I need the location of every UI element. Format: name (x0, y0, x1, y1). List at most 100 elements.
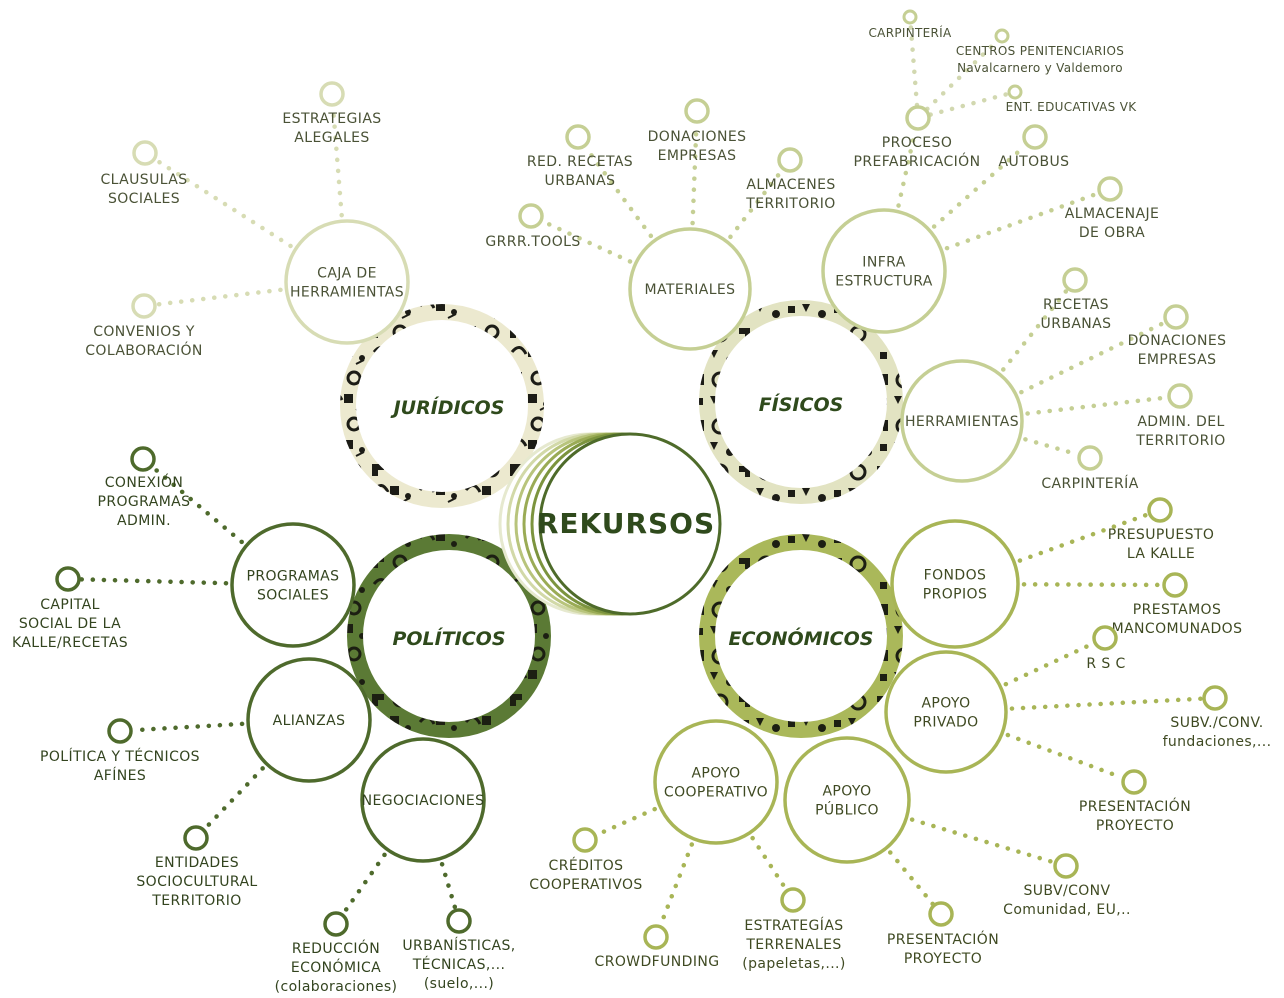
leaf-autobus[interactable]: AUTOBUS (999, 124, 1070, 170)
leaf-grrr-ring (518, 203, 544, 229)
category-alianzas-label-line-1: ALIANZAS (273, 713, 346, 729)
connector-proceso (896, 128, 918, 208)
leaf-subv-fund-label-line-2: fundaciones,... (1163, 734, 1272, 750)
category-apoyo-privado-circle (884, 650, 1008, 774)
leaf-capital-ring (55, 566, 81, 592)
connector-layer (78, 22, 1205, 928)
leaf-proceso-ring (905, 105, 931, 131)
connector-presentacion-pub (888, 850, 935, 907)
leaf-proceso-label-line-1: PROCESO (882, 135, 953, 151)
leaf-carpinteria-top[interactable]: CARPINTERÍA (869, 9, 952, 40)
hub-politicos-title: POLÍTICOS (392, 627, 505, 650)
hub-juridicos-face (358, 322, 526, 490)
leaf-grrr[interactable]: GRRR.TOOLS (485, 203, 580, 250)
hub-fisicos[interactable]: FÍSICOS (699, 300, 903, 504)
connector-autobus (931, 143, 1028, 229)
leaf-ent-educativas-label-line-1: ENT. EDUCATIVAS VK (1006, 100, 1138, 114)
leaf-grrr-label-line-1: GRRR.TOOLS (485, 234, 580, 250)
category-apoyo-publico-label-line-2: PÚBLICO (815, 801, 879, 819)
leaf-urbanisticas[interactable]: URBANÍSTICAS,TÉCNICAS,...(suelo,...) (402, 908, 515, 992)
category-apoyo-coop-label-line-1: APOYO (691, 766, 740, 782)
leaf-reduccion-label-line-1: REDUCCIÓN (292, 939, 380, 957)
leaf-urbanisticas-label-line-2: TÉCNICAS,... (412, 956, 506, 973)
leaf-autobus-ring (1022, 124, 1048, 150)
leaf-red-recetas-ring (565, 124, 591, 150)
leaf-carpinteria[interactable]: CARPINTERÍA (1041, 445, 1138, 492)
leaf-donaciones-mat-label-line-1: DONACIONES (648, 129, 747, 145)
leaf-recetas-urbanas-ring (1062, 267, 1088, 293)
leaf-rsc-label-line-1: R S C (1086, 656, 1125, 672)
hub-economicos[interactable]: ECONÓMICOS (699, 534, 903, 738)
leaf-prestamos-label-line-1: PRESTAMOS (1133, 602, 1222, 618)
connector-subv-fund (1009, 696, 1205, 711)
leaf-rsc[interactable]: R S C (1086, 625, 1125, 672)
connector-grrr (540, 219, 633, 264)
leaf-autobus-label-line-1: AUTOBUS (999, 154, 1070, 170)
leaf-crowdfunding[interactable]: CROWDFUNDING (595, 924, 720, 970)
category-herramientas-circle (900, 359, 1024, 483)
leaf-prestamos-ring (1162, 572, 1188, 598)
leaf-almacenes-ring (777, 147, 803, 173)
category-materiales-circle (628, 227, 752, 351)
leaf-subv-conv-ring (1053, 853, 1079, 879)
leaf-donaciones-mat[interactable]: DONACIONES EMPRESAS (648, 98, 747, 164)
leaf-carpinteria-label-line-1: CARPINTERÍA (1041, 475, 1138, 492)
leaf-entidades-label-line-3: TERRITORIO (151, 893, 241, 909)
leaf-clausulas-ring (132, 140, 158, 166)
leaf-subv-fund-label-line-1: SUBV./CONV. (1170, 715, 1263, 731)
leaf-estrategias-terr-ring (780, 887, 806, 913)
leaf-conexion-label-line-1: CONEXIÓN (105, 473, 184, 491)
category-negociaciones[interactable]: NEGOCIACIONES (360, 737, 486, 863)
category-alianzas[interactable]: ALIANZAS (246, 657, 372, 783)
category-infra-label-line-2: ESTRUCTURA (835, 274, 933, 290)
center-node[interactable]: REKURSOS (498, 432, 722, 616)
category-materiales-label-line-1: MATERIALES (645, 282, 736, 298)
leaf-donaciones-herr-ring (1163, 304, 1189, 330)
leaf-admin-territorio-label-line-2: TERRITORIO (1135, 433, 1225, 449)
leaf-subv-fund[interactable]: SUBV./CONV. fundaciones,... (1163, 685, 1272, 750)
category-materiales[interactable]: MATERIALES (628, 227, 752, 351)
leaf-conexion-ring (130, 446, 156, 472)
leaf-ent-educativas[interactable]: ENT. EDUCATIVAS VK (1006, 84, 1138, 114)
category-herramientas[interactable]: HERRAMIENTAS (900, 359, 1024, 483)
leaf-donaciones-mat-label-line-2: EMPRESAS (658, 148, 737, 164)
category-caja-label-line-1: CAJA DE (317, 266, 377, 282)
leaf-subv-fund-ring (1202, 685, 1228, 711)
leaf-admin-territorio-ring (1167, 383, 1193, 409)
category-apoyo-publico-label-line-1: APOYO (822, 784, 871, 800)
hub-juridicos[interactable]: JURÍDICOS (340, 304, 544, 508)
hub-politicos[interactable]: POLÍTICOS (347, 534, 551, 738)
hub-fisicos-ring (699, 300, 903, 504)
